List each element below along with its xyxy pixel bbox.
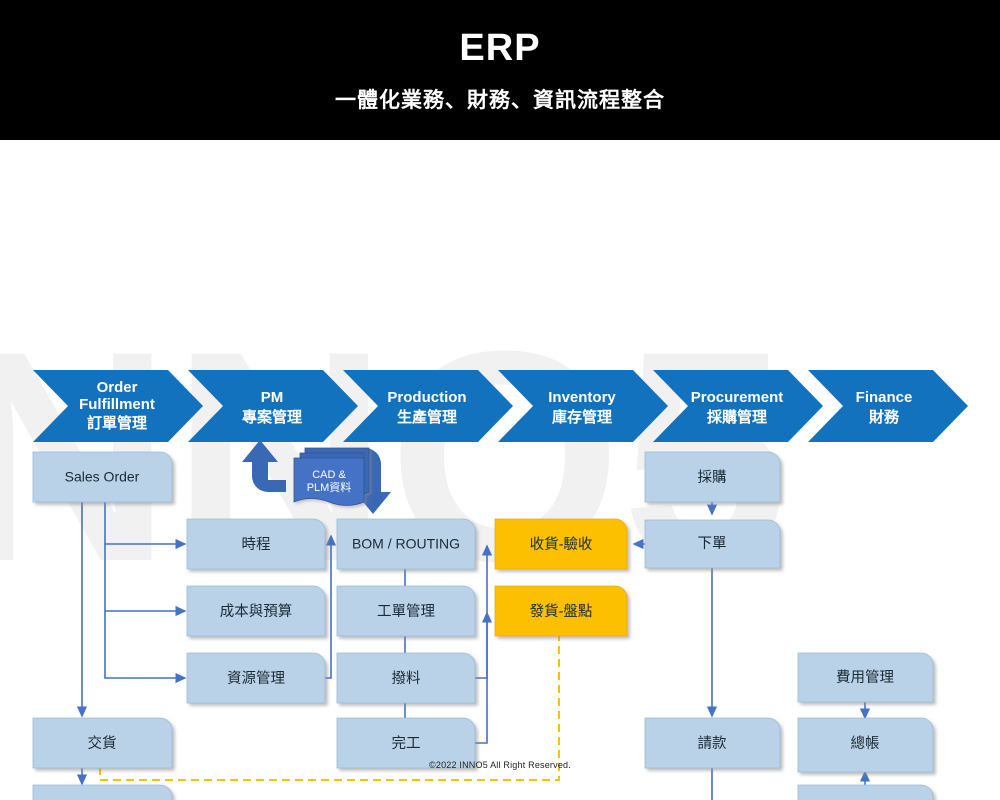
chevron-label-en: Inventory (548, 389, 616, 406)
chevron-label-en: Order (97, 379, 138, 396)
node-material-issue[interactable]: 撥料 (336, 652, 476, 704)
node-label: 時程 (242, 536, 271, 553)
node-shipping-stocktake[interactable]: 發貨-盤點 (494, 585, 628, 637)
node-place-order[interactable]: 下單 (644, 519, 781, 569)
node-resource-management[interactable]: 資源管理 (186, 652, 326, 704)
node-label: 下單 (698, 536, 727, 552)
node-invoice[interactable]: 發票 (32, 784, 173, 800)
cad-plm-label-line1: CAD & (312, 469, 346, 481)
page-header: ERP 一體化業務、財務、資訊流程整合 (0, 0, 1000, 140)
node-label: 資源管理 (227, 670, 285, 687)
node-label: 工單管理 (377, 603, 435, 620)
chevron-label-zh: 財務 (868, 408, 900, 426)
connector-completion-receiving (475, 544, 493, 744)
pipeline-banner: Order Fulfillment 訂單管理 PM 專案管理 Productio… (33, 370, 968, 442)
chevron-procurement[interactable]: Procurement 採購管理 (653, 370, 823, 442)
node-label: BOM / ROUTING (352, 536, 460, 552)
chevron-label-en2: Fulfillment (79, 396, 155, 413)
node-label: Sales Order (65, 469, 140, 485)
connector-dashed-feedback (99, 617, 566, 781)
chevron-label-en: PM (261, 389, 284, 406)
chevron-finance[interactable]: Finance 財務 (808, 370, 968, 442)
node-label: 交貨 (88, 734, 117, 752)
node-schedule[interactable]: 時程 (186, 518, 326, 570)
connectors (76, 502, 871, 800)
node-sales-order[interactable]: Sales Order (32, 451, 173, 503)
chevron-production[interactable]: Production 生產管理 (343, 370, 513, 442)
chevron-label-zh: 訂單管理 (87, 414, 147, 432)
connector-resource-bom (325, 534, 337, 679)
chevron-pm[interactable]: PM 專案管理 (188, 370, 358, 442)
node-general-ledger[interactable]: 總帳 (797, 717, 934, 773)
chevron-label-zh: 專案管理 (242, 408, 302, 426)
connector-salesorder-resource (104, 502, 187, 684)
connector-payment-arap (711, 768, 713, 800)
chevron-label-zh: 採購管理 (707, 408, 767, 426)
chevron-label-en: Procurement (691, 389, 784, 406)
node-completion[interactable]: 完工 (336, 717, 476, 769)
node-delivery[interactable]: 交貨 (32, 717, 173, 769)
node-label: 費用管理 (836, 669, 894, 686)
chevron-label-en: Finance (856, 389, 913, 406)
node-label: 收貨-驗收 (530, 536, 593, 553)
node-label: 總帳 (851, 734, 880, 752)
node-bom-routing[interactable]: BOM / ROUTING (336, 518, 476, 570)
erp-flowchart: INNO5 Order Fulfillment 訂單管理 PM 專案管理 Pro… (0, 140, 1000, 800)
node-cost-budget[interactable]: 成本與預算 (186, 585, 326, 637)
node-label: 完工 (392, 735, 421, 752)
page-title: ERP (459, 27, 541, 69)
chevron-label-zh: 庫存管理 (552, 408, 612, 426)
chevron-label-en: Production (387, 389, 466, 406)
node-work-order[interactable]: 工單管理 (336, 585, 476, 637)
cad-plm-node[interactable]: CAD & PLM資料 (293, 447, 370, 506)
page-subtitle: 一體化業務、財務、資訊流程整合 (335, 88, 665, 112)
node-label: 成本與預算 (220, 603, 293, 620)
node-label: 採購 (698, 469, 727, 486)
chevron-inventory[interactable]: Inventory 庫存管理 (498, 370, 668, 442)
footer-copyright: ©2022 INNO5 All Right Reserved. (429, 760, 571, 770)
cad-plm-label-line2: PLM資料 (307, 480, 352, 494)
node-ar-ap-management[interactable]: 應收應付管理 (797, 784, 934, 800)
node-payment-request[interactable]: 請款 (644, 717, 781, 769)
node-label: 撥料 (392, 670, 421, 687)
chevron-label-zh: 生產管理 (397, 408, 457, 426)
node-purchasing[interactable]: 採購 (644, 451, 781, 503)
node-label: 發貨-盤點 (530, 603, 593, 620)
node-label: 請款 (698, 735, 727, 752)
node-expense-management[interactable]: 費用管理 (797, 652, 934, 703)
chevron-order-fulfillment[interactable]: Order Fulfillment 訂單管理 (33, 370, 203, 442)
node-receiving-inspection[interactable]: 收貨-驗收 (494, 518, 628, 570)
